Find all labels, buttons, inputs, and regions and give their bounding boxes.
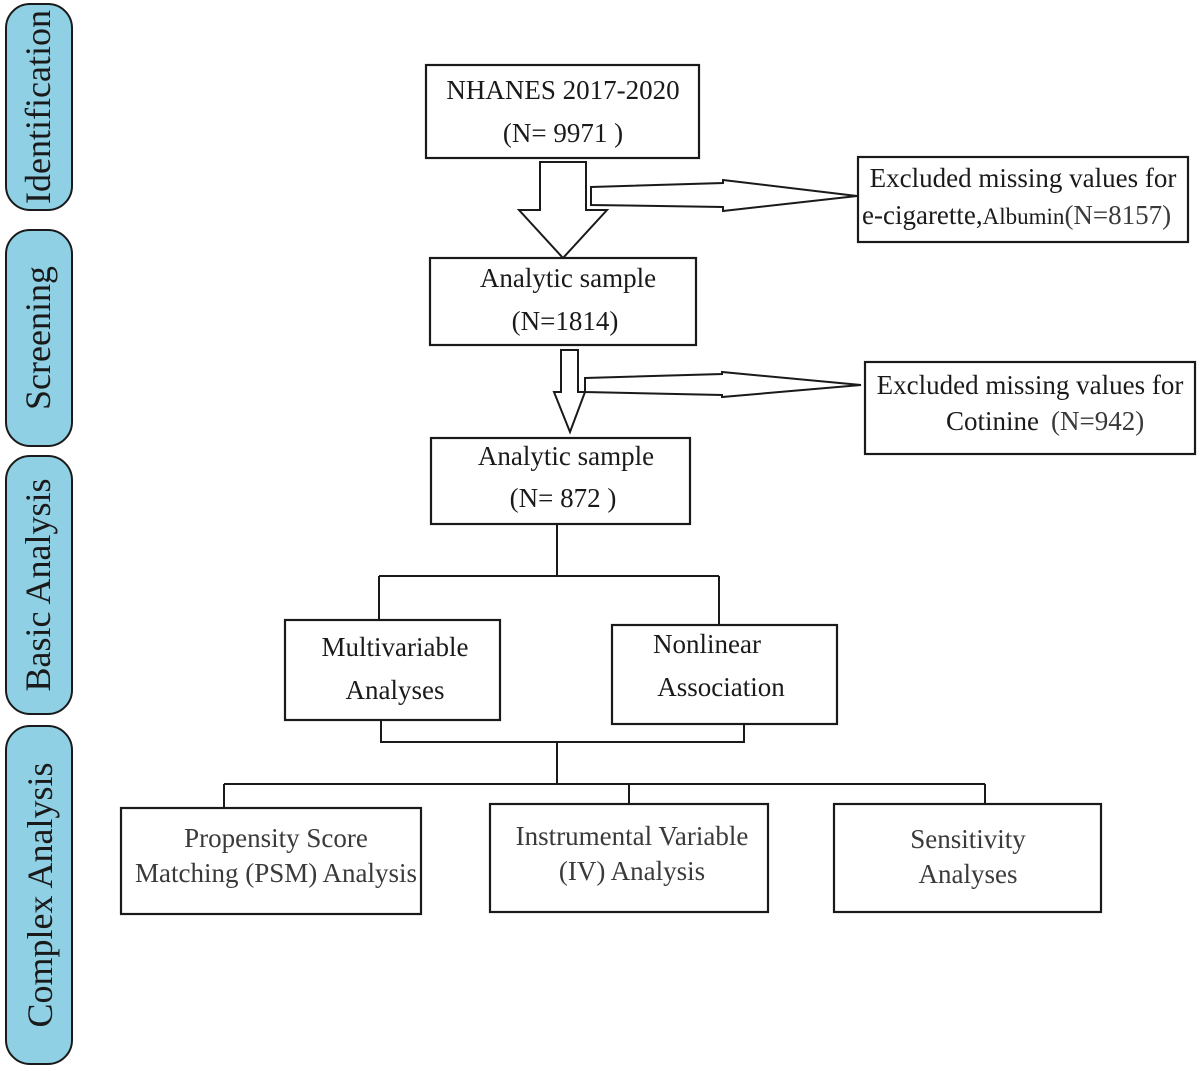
exclusion-2-line2: Cotinine (N=942) xyxy=(946,406,1144,436)
down-arrow-1 xyxy=(516,161,610,260)
exclusion-2-cotinine: Cotinine xyxy=(946,406,1039,436)
stage-screening-label: Screening xyxy=(18,266,58,410)
exclusion-2-line1: Excluded missing values for xyxy=(877,370,1184,400)
nonlinear-box: Nonlinear Association xyxy=(610,623,839,726)
analytic-sample-box-1: Analytic sample (N=1814) xyxy=(428,256,698,347)
stage-identification-label: Identification xyxy=(18,10,58,204)
exclusion-1-line1: Excluded missing values for xyxy=(870,163,1177,193)
exclusion-1-count: (N=8157) xyxy=(1064,200,1171,230)
analytic-2-count: (N= 872 ) xyxy=(510,483,617,513)
analytic-2-title: Analytic sample xyxy=(478,441,654,471)
iv-box: Instrumental Variable (IV) Analysis xyxy=(488,802,770,914)
stage-basic-analysis: Basic Analysis xyxy=(5,455,73,715)
nhanes-title: NHANES 2017-2020 xyxy=(446,75,679,105)
multivariable-line1: Multivariable xyxy=(322,632,469,662)
exclusion-1-albumin: Albumin xyxy=(983,204,1065,229)
analytic-sample-box-2: Analytic sample (N= 872 ) xyxy=(429,436,692,526)
iv-line2: (IV) Analysis xyxy=(559,856,705,886)
exclusion-2-count: (N=942) xyxy=(1051,406,1144,436)
nhanes-count: (N= 9971 ) xyxy=(503,118,623,148)
nonlinear-line2: Association xyxy=(657,672,785,702)
psm-line1: Propensity Score xyxy=(184,823,368,853)
nhanes-box: NHANES 2017-2020 (N= 9971 ) xyxy=(424,63,701,160)
analytic-1-title: Analytic sample xyxy=(480,263,656,293)
exclusion-box-2: Excluded missing values for Cotinine (N=9… xyxy=(863,360,1197,456)
analytic-1-count: (N=1814) xyxy=(512,306,619,336)
sensitivity-box: Sensitivity Analyses xyxy=(832,802,1103,914)
multivariable-line2: Analyses xyxy=(346,675,445,705)
stage-complex-analysis-label: Complex Analysis xyxy=(20,762,60,1027)
down-arrow-2 xyxy=(552,349,587,435)
nonlinear-line1: Nonlinear xyxy=(653,629,761,659)
connector-merge-complex xyxy=(223,720,986,808)
exclusion-1-ecigarette: e-cigarette, xyxy=(862,200,983,230)
exclusion-box-1: Excluded missing values for e-cigarette,… xyxy=(856,155,1190,244)
psm-box: Propensity Score Matching (PSM) Analysis xyxy=(119,806,423,916)
right-arrow-2 xyxy=(584,370,862,399)
iv-line1: Instrumental Variable xyxy=(516,821,749,851)
stage-identification: Identification xyxy=(5,3,73,211)
stage-basic-analysis-label: Basic Analysis xyxy=(18,479,58,692)
connector-split-basic xyxy=(378,524,720,625)
stage-screening: Screening xyxy=(5,229,73,447)
stage-complex-analysis: Complex Analysis xyxy=(5,725,73,1065)
sensitivity-line1: Sensitivity xyxy=(910,824,1026,854)
right-arrow-1 xyxy=(590,178,858,213)
psm-line2: Matching (PSM) Analysis xyxy=(135,858,417,888)
exclusion-1-line2: e-cigarette,Albumin(N=8157) xyxy=(862,200,1171,230)
sensitivity-line2: Analyses xyxy=(919,859,1018,889)
multivariable-box: Multivariable Analyses xyxy=(283,618,502,722)
